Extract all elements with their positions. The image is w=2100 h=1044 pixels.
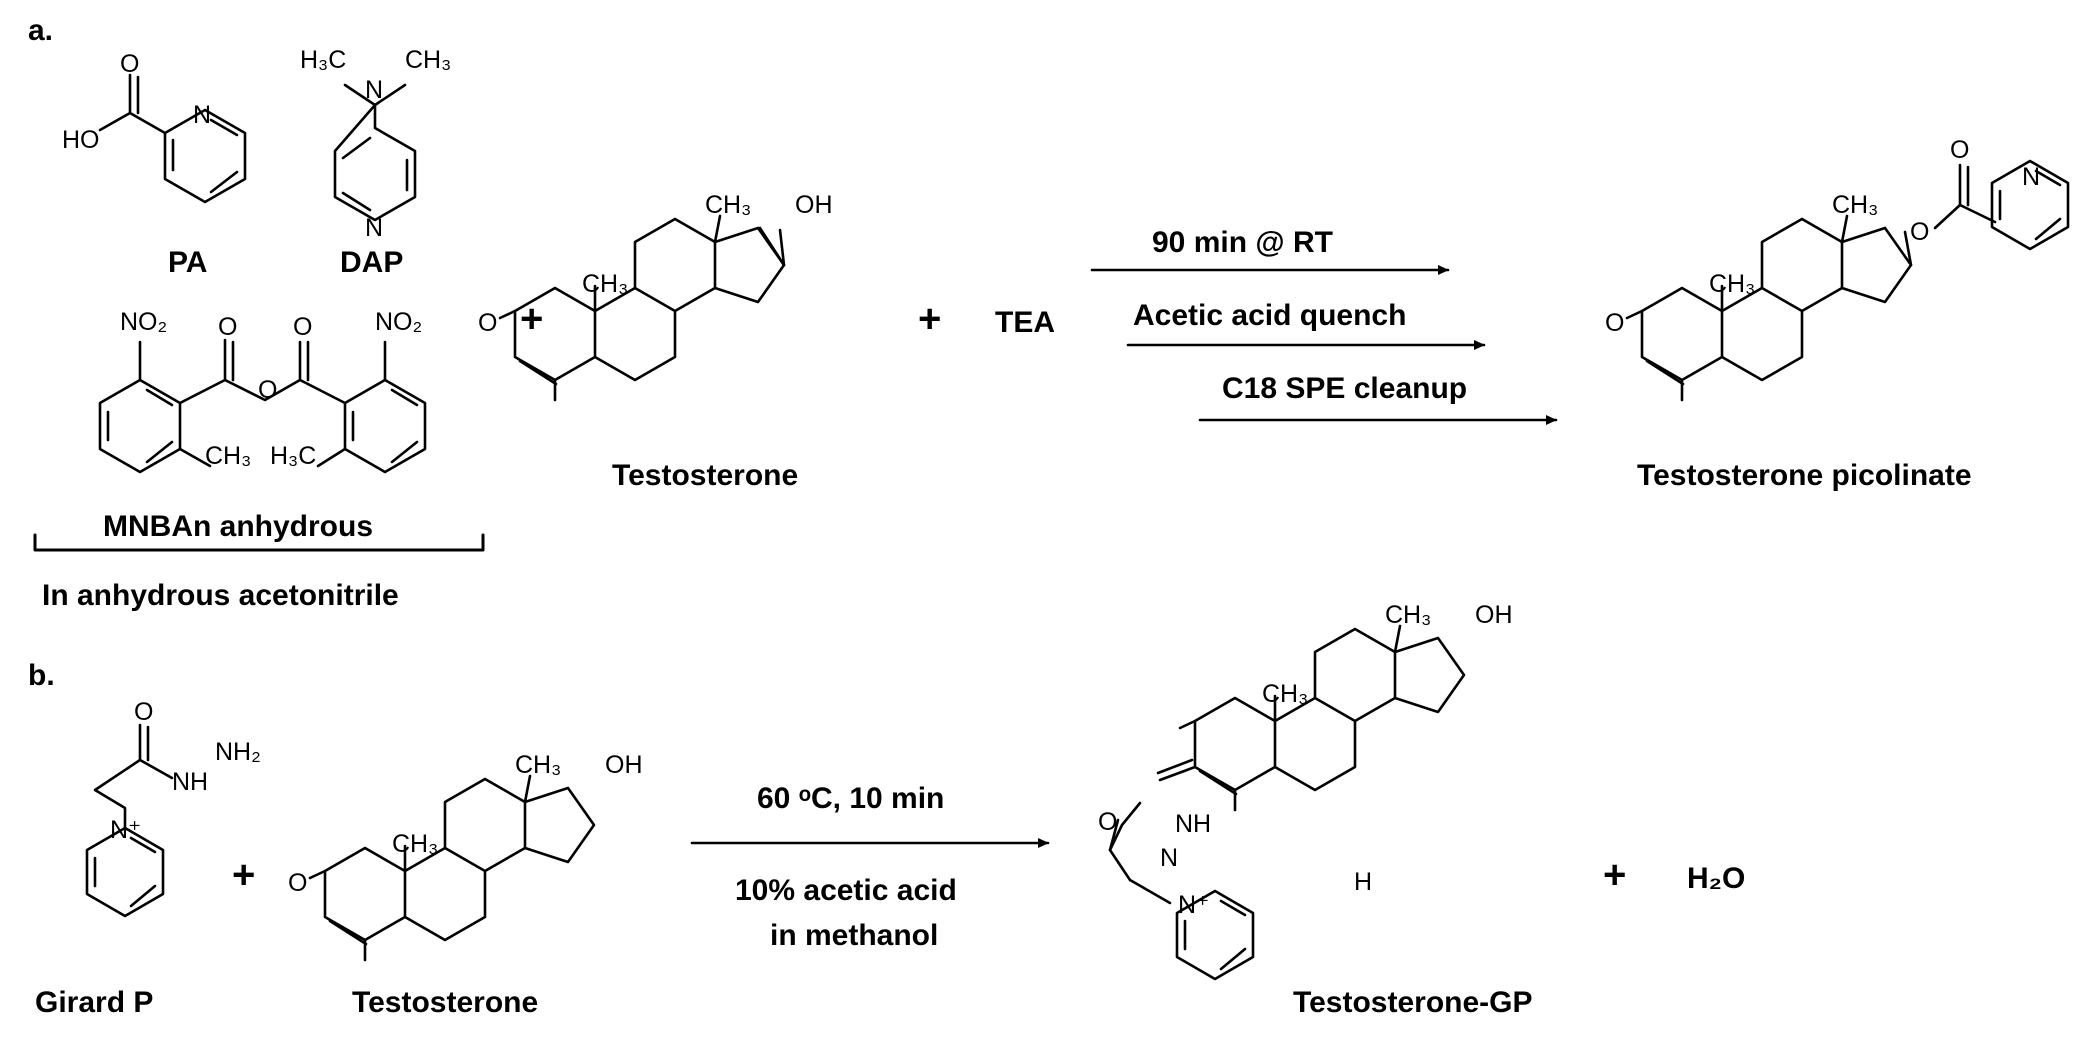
gp-o: O xyxy=(134,698,153,726)
pa-n-label: N xyxy=(193,101,211,129)
mnban-ch3-left: CH₃ xyxy=(205,442,251,470)
panel-b-tag: b. xyxy=(28,659,55,692)
dap-ch3-label: CH₃ xyxy=(405,46,451,74)
dap-h3c-label: H₃C xyxy=(300,46,346,74)
pa-structure xyxy=(98,73,247,204)
testosterone-structure-b xyxy=(308,774,596,962)
pico-o-carbonyl: O xyxy=(1950,136,1969,164)
step-3-label: C18 SPE cleanup xyxy=(1222,372,1467,405)
testo-b-o: O xyxy=(288,869,307,897)
water-label: H₂O xyxy=(1687,862,1745,895)
tea-label: TEA xyxy=(995,306,1055,339)
pico-o-ester: O xyxy=(1910,218,1929,246)
dap-n-ring-label: N xyxy=(365,214,383,242)
testosterone-picolinate-structure xyxy=(1625,159,2070,402)
panel-a-tag: a. xyxy=(28,14,53,47)
pico-ch3-13: CH₃ xyxy=(1832,191,1878,219)
dap-structure xyxy=(333,83,417,222)
mnban-no2-right: NO₂ xyxy=(375,308,422,336)
dap-n-amine-label: N xyxy=(365,76,383,104)
condition-2-label: 10% acetic acid xyxy=(735,874,957,907)
plus-sign-a2: + xyxy=(918,297,941,341)
step-2-label: Acetic acid quench xyxy=(1133,299,1406,332)
tgp-oh: OH xyxy=(1475,601,1513,629)
girard-p-structure xyxy=(85,723,174,918)
picolinate-label: Testosterone picolinate xyxy=(1637,459,1972,492)
testosterone-gp-structure xyxy=(1108,624,1466,981)
mnban-o-right: O xyxy=(293,313,312,341)
pico-o-3: O xyxy=(1605,309,1624,337)
testo-a-o: O xyxy=(478,309,497,337)
tgp-ch3-10: CH₃ xyxy=(1262,680,1308,708)
girard-p-label: Girard P xyxy=(35,986,153,1019)
pico-ch3-10: CH₃ xyxy=(1709,270,1755,298)
mnban-label: MNBAn anhydrous xyxy=(103,510,373,543)
mnban-structure xyxy=(98,338,427,474)
testo-b-ch3-10: CH₃ xyxy=(392,830,438,858)
pico-n: N xyxy=(2022,163,2040,191)
plus-sign-b2: + xyxy=(1603,853,1626,897)
solvent-note: In anhydrous acetonitrile xyxy=(42,579,399,612)
tgp-ch3-13: CH₃ xyxy=(1385,601,1431,629)
mnban-o-bridge: O xyxy=(258,376,277,404)
tgp-o: O xyxy=(1098,808,1117,836)
testosterone-structure-a xyxy=(498,214,786,402)
plus-sign-b1: + xyxy=(232,853,255,897)
condition-1-label: 60 ᵒC, 10 min xyxy=(757,782,944,815)
testosterone-label-a: Testosterone xyxy=(612,459,798,492)
condition-3-label: in methanol xyxy=(770,919,938,952)
testo-a-ch3-10: CH₃ xyxy=(582,270,628,298)
testo-a-oh: OH xyxy=(795,191,833,219)
tgp-h: H xyxy=(1354,868,1372,896)
pa-label: PA xyxy=(168,246,207,279)
testosterone-label-b: Testosterone xyxy=(352,986,538,1019)
mnban-no2-left: NO₂ xyxy=(120,308,167,336)
gp-n-plus: N⁺ xyxy=(110,816,141,844)
mnban-o-left: O xyxy=(218,313,237,341)
gp-nh: NH xyxy=(172,768,208,796)
testo-a-ch3-13: CH₃ xyxy=(705,191,751,219)
testosterone-gp-label: Testosterone-GP xyxy=(1293,986,1533,1019)
step-1-label: 90 min @ RT xyxy=(1152,226,1333,259)
mnban-bracket xyxy=(33,533,485,552)
pa-ho-label: HO xyxy=(62,126,100,154)
pa-o-label: O xyxy=(120,50,139,78)
tgp-nh: NH xyxy=(1175,810,1211,838)
gp-nh2: NH₂ xyxy=(215,738,261,766)
testo-b-ch3-13: CH₃ xyxy=(515,751,561,779)
plus-sign-a1: + xyxy=(520,297,543,341)
testo-b-oh: OH xyxy=(605,751,643,779)
tgp-n-plus: N⁺ xyxy=(1178,891,1209,919)
dap-label: DAP xyxy=(340,246,403,279)
tgp-n: N xyxy=(1160,844,1178,872)
mnban-h3c-right: H₃C xyxy=(270,442,316,470)
